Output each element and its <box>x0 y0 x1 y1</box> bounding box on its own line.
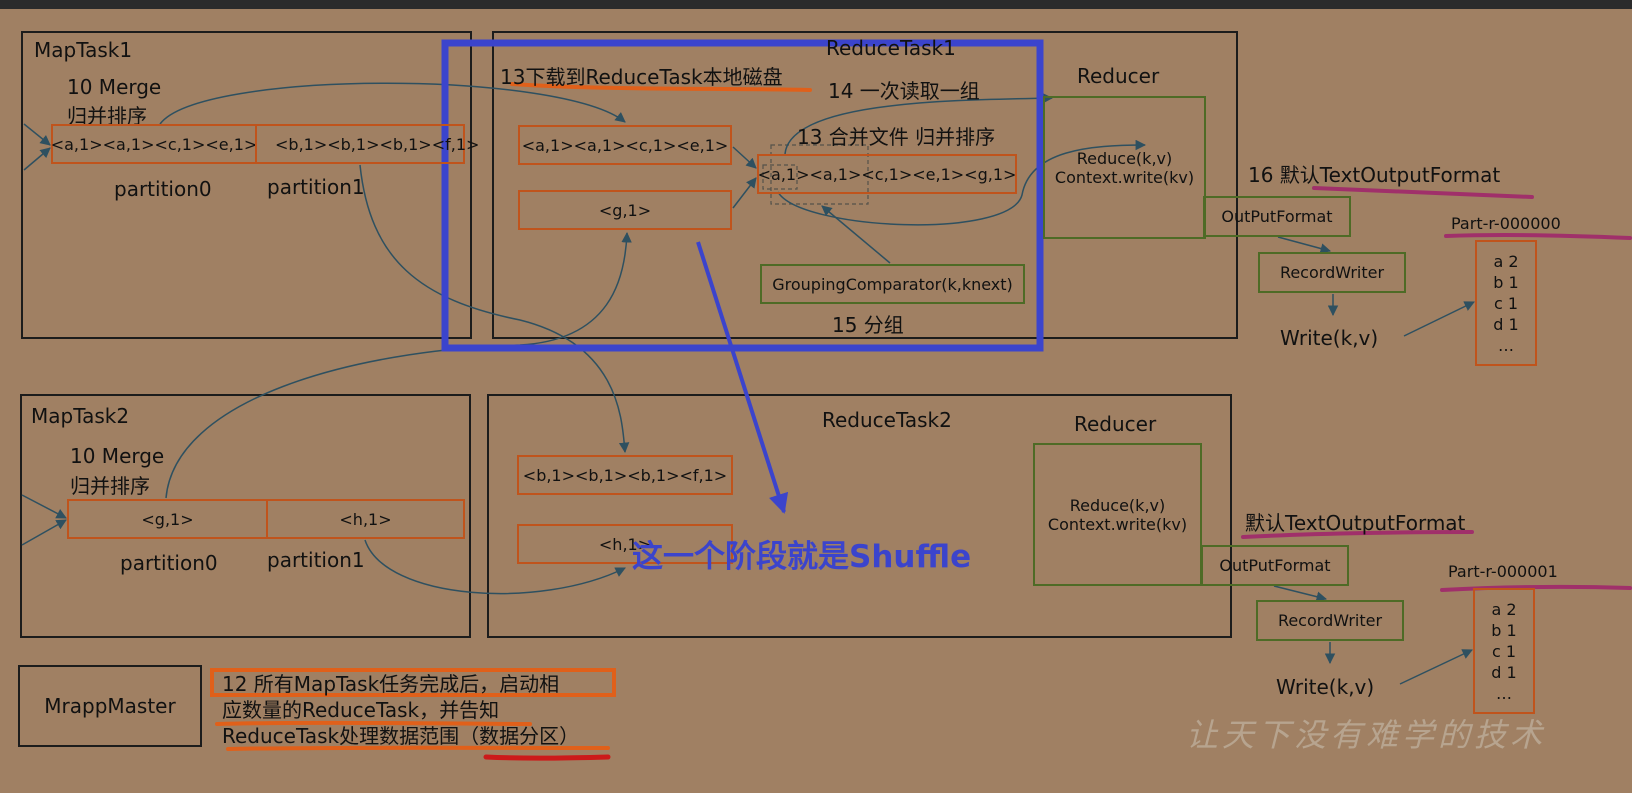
reducer1-context-write: Context.write(kv) <box>1054 167 1195 187</box>
mrappmaster-label: MrappMaster <box>44 694 176 718</box>
output2-outputformat-box: OutPutFormat <box>1201 545 1349 586</box>
reducetask1-record-a: <a,1><a,1><c,1><e,1> <box>518 125 732 165</box>
reducer2-title: Reducer <box>1074 412 1157 436</box>
maptask2-partition0-label: partition0 <box>120 551 218 575</box>
output2-part-name: Part-r-000001 <box>1448 562 1558 581</box>
output2-write-label: Write(k,v) <box>1276 675 1375 699</box>
reducetask2-title: ReduceTask2 <box>822 408 952 432</box>
mrappmaster-note-line2: 应数量的ReduceTask，并告知 <box>222 698 500 722</box>
reducetask2-record-b: <b,1><b,1><b,1><f,1> <box>517 455 733 495</box>
mrappmaster-note-highlight <box>210 668 616 697</box>
reducer2-reduce-call: Reduce(k,v) <box>1069 495 1166 515</box>
output1-format-label: 16 默认TextOutputFormat <box>1248 163 1501 187</box>
maptask2-partition0-buffer: <g,1> <box>67 499 268 539</box>
grouping-comparator-box: GroupingComparator(k,knext) <box>760 264 1025 304</box>
output1-arrow-to-recordwriter <box>1277 236 1332 254</box>
output2-arrow-to-recordwriter <box>1273 585 1328 602</box>
output1-write-label: Write(k,v) <box>1280 326 1379 350</box>
maptask2-merge-label: 10 Merge <box>70 444 165 468</box>
reducer2-context-write: Context.write(kv) <box>1047 514 1188 534</box>
mrappmaster-box: MrappMaster <box>18 665 202 747</box>
maptask2-title: MapTask2 <box>31 404 130 428</box>
output2-part-line: b 1 <box>1491 621 1517 640</box>
maptask1-partition1-label: partition1 <box>267 175 365 199</box>
maptask1-partition1-buffer: <b,1><b,1><b,1><f,1> <box>255 124 479 164</box>
reducer1-title: Reducer <box>1077 64 1160 88</box>
output2-part-underline <box>1440 584 1632 592</box>
maptask1-partition0-label: partition0 <box>114 177 212 201</box>
shuffle-annotation: 这一个阶段就是Shuffle <box>632 539 972 575</box>
output1-part-line: … <box>1498 336 1514 355</box>
output1-arrow-to-part <box>1403 301 1475 337</box>
maptask2-sort-label: 归并排序 <box>70 474 150 498</box>
output1-part-line: d 1 <box>1493 315 1519 334</box>
maptask2-partition1-buffer: <h,1> <box>266 499 465 539</box>
output1-recordwriter-box: RecordWriter <box>1258 252 1406 293</box>
mrappmaster-note-underline-red <box>483 754 611 761</box>
window-top-bar <box>0 0 1632 9</box>
mrappmaster-note-line3: ReduceTask处理数据范围（数据分区） <box>222 724 580 748</box>
output2-part-line: … <box>1496 684 1512 703</box>
output1-part-line: a 2 <box>1493 252 1519 271</box>
maptask1-partition0-buffer: <a,1><a,1><c,1><e,1> <box>51 124 257 164</box>
reducetask1-title: ReduceTask1 <box>826 36 956 60</box>
reducer2-box: Reduce(k,v) Context.write(kv) <box>1033 443 1202 586</box>
reducetask1-merged-file: <a,1><a,1><c,1><e,1><g,1> <box>757 154 1017 194</box>
output2-part-line: d 1 <box>1491 663 1517 682</box>
reducer1-reduce-call: Reduce(k,v) <box>1076 148 1173 168</box>
output2-part-line: c 1 <box>1491 642 1517 661</box>
output2-part-file: a 2 b 1 c 1 d 1 … <box>1473 588 1535 714</box>
step15-label: 15 分组 <box>832 313 904 337</box>
step14-label: 14 一次读取一组 <box>828 79 980 103</box>
output2-recordwriter-box: RecordWriter <box>1256 600 1404 641</box>
maptask2-partition1-label: partition1 <box>267 548 365 572</box>
reducetask2-panel <box>487 394 1232 638</box>
output1-outputformat-box: OutPutFormat <box>1203 196 1351 237</box>
watermark: 让天下没有难学的技术 <box>1186 716 1547 754</box>
output2-format-label: 默认TextOutputFormat <box>1245 511 1466 535</box>
output1-part-line: b 1 <box>1493 273 1519 292</box>
maptask1-title: MapTask1 <box>34 38 133 62</box>
output2-arrow-to-part <box>1399 649 1473 685</box>
reducetask1-record-g: <g,1> <box>518 190 732 230</box>
output1-part-underline <box>1444 232 1632 240</box>
step13-download-label: 13下载到ReduceTask本地磁盘 <box>500 65 783 89</box>
step13-merge-label: 13 合并文件 归并排序 <box>797 125 996 149</box>
output1-part-file: a 2 b 1 c 1 d 1 … <box>1475 240 1537 366</box>
mrappmaster-note-line1: 12 所有MapTask任务完成后，启动相 <box>222 672 560 696</box>
output2-part-line: a 2 <box>1491 600 1517 619</box>
reducer1-box: Reduce(k,v) Context.write(kv) <box>1043 96 1206 239</box>
maptask1-merge-label: 10 Merge <box>67 75 162 99</box>
output1-part-line: c 1 <box>1493 294 1519 313</box>
output1-part-name: Part-r-000000 <box>1451 214 1561 233</box>
